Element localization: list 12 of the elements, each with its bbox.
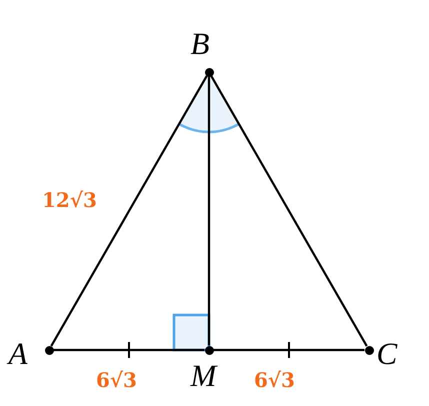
line-segment — [50, 75, 208, 347]
length-label: 12√3 — [42, 190, 97, 210]
line-segment — [214, 348, 364, 352]
length-label: 6√3 — [254, 370, 295, 390]
length-label: 6√3 — [96, 370, 137, 390]
point-label: M — [190, 360, 216, 390]
point-label: C — [376, 338, 398, 368]
point-label: A — [8, 338, 28, 368]
line-segment — [54, 348, 204, 352]
line-segment — [210, 75, 368, 347]
point-label: B — [190, 28, 210, 58]
line-segment — [208, 76, 210, 346]
